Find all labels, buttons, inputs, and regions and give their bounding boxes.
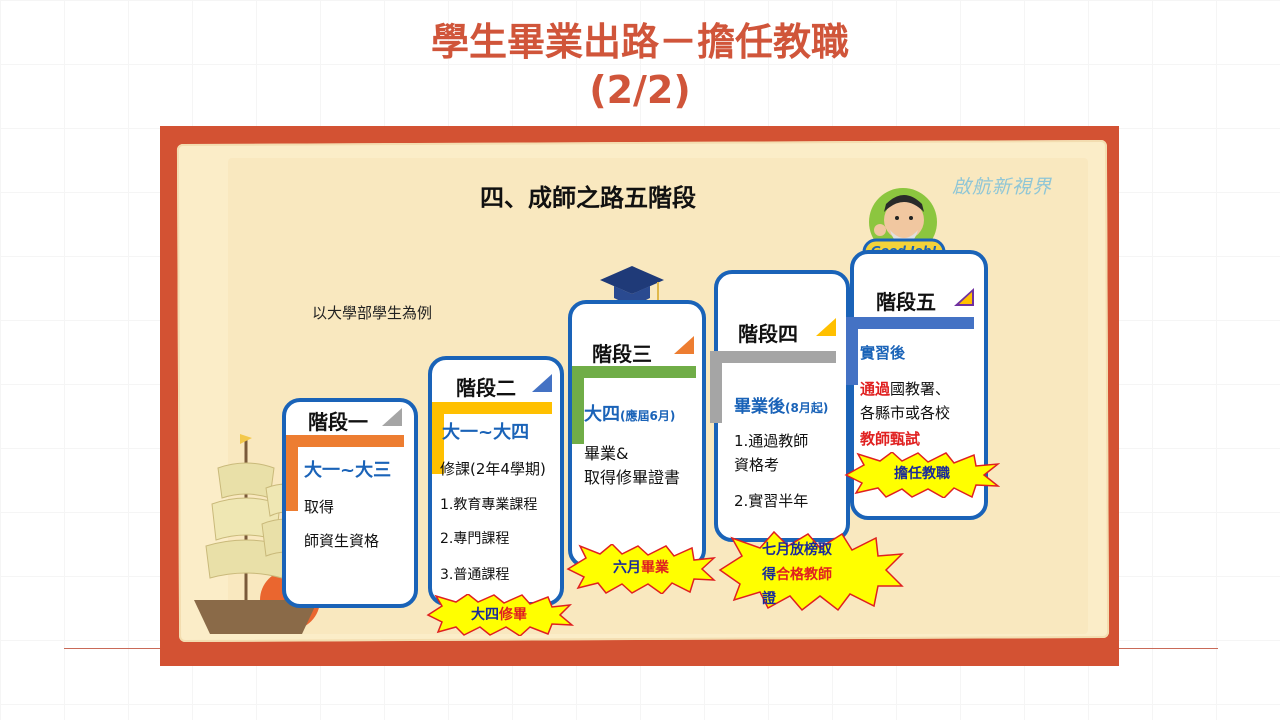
burst-stage-3-text: 六月畢業 <box>566 558 716 578</box>
burst-stage-2-highlight: 修畢 <box>499 607 527 623</box>
stage-4-line-2: 資格考 <box>734 456 780 474</box>
stage-4-line-3: 2.實習半年 <box>734 492 809 510</box>
burst-stage-4-shape <box>718 530 904 612</box>
stage-4-period-main: 畢業後 <box>734 397 785 417</box>
slide-title: 學生畢業出路－擔任教職 (2/2) <box>0 18 1280 114</box>
stage-4-period-note: (8月起) <box>785 401 829 415</box>
stage-1-period: 大一~大三 <box>304 460 392 481</box>
stage-3-line-2: 取得修畢證書 <box>584 468 681 487</box>
stage-2-line-2: 1.教育專業課程 <box>440 497 538 513</box>
burst-stage-5-shape <box>844 452 1000 498</box>
stage-5-line-1-text: 國教署、 <box>890 380 951 398</box>
stage-4-triangle-icon <box>816 318 836 336</box>
burst-stage-3-prefix: 六月 <box>613 560 641 576</box>
stage-2-title: 階段二 <box>456 376 516 400</box>
poster-heading: 四、成師之路五階段 <box>480 184 696 212</box>
poster-brand: 啟航新視界 <box>952 176 1053 198</box>
stage-3-triangle-icon <box>674 336 694 354</box>
stage-4-period: 畢業後(8月起) <box>734 392 828 417</box>
stage-5-exam: 教師甄試 <box>860 430 921 448</box>
stage-2-card <box>428 356 564 606</box>
stage-5-triangle-icon <box>954 288 974 306</box>
stage-3-accent-bar-vertical <box>572 378 584 444</box>
stage-4-accent-bar-vertical <box>710 363 722 423</box>
example-note: 以大學部學生為例 <box>312 304 433 322</box>
stage-2-triangle-icon <box>532 374 552 392</box>
stage-1-line-1: 取得 <box>304 498 335 516</box>
stage-5-accent-bar <box>846 317 974 329</box>
stage-3-card <box>568 300 706 568</box>
stage-1-title: 階段一 <box>308 410 368 434</box>
stage-3-title: 階段三 <box>592 342 652 366</box>
stage-5-period: 實習後 <box>860 344 906 362</box>
burst-stage-4-line-2-highlight: 合格教師 <box>776 567 832 583</box>
stage-2-accent-bar <box>432 402 552 414</box>
stage-3-period: 大四(應屆6月) <box>584 400 675 426</box>
stage-2-line-1: 修課(2年4學期) <box>440 460 546 478</box>
burst-stage-4-line-2-prefix: 得 <box>762 567 776 583</box>
burst-stage-2-prefix: 大四 <box>471 607 499 623</box>
stage-1-line-2: 師資生資格 <box>304 532 380 550</box>
stage-5-title: 階段五 <box>876 290 936 314</box>
stage-5-pass-highlight: 通過 <box>860 380 891 398</box>
stage-1-card <box>282 398 418 608</box>
stage-4-accent-bar <box>710 351 836 363</box>
stage-3-period-note: (應屆6月) <box>620 409 676 423</box>
stage-2-line-4: 3.普通課程 <box>440 567 510 583</box>
stage-2-period: 大一~大四 <box>442 422 530 443</box>
burst-stage-4-line-1: 七月放榜取 <box>762 542 832 558</box>
burst-stage-3-shape <box>566 544 716 594</box>
burst-stage-3-highlight: 畢業 <box>641 560 669 576</box>
stage-1-triangle-icon <box>382 408 402 426</box>
stage-4-title: 階段四 <box>738 322 798 346</box>
burst-stage-2-text: 大四修畢 <box>424 605 574 625</box>
stage-2-accent-bar-vertical <box>432 414 444 474</box>
stage-5-line-2: 各縣市或各校 <box>860 404 951 422</box>
slide-title-line2: (2/2) <box>589 68 691 112</box>
stage-3-accent-bar <box>572 366 696 378</box>
burst-stage-2-shape <box>426 594 574 636</box>
stage-1-accent-bar-vertical <box>286 447 298 511</box>
stage-4-line-1: 1.通過教師 <box>734 432 809 450</box>
burst-stage-5-text: 擔任教職 <box>894 466 950 482</box>
slide-title-line1: 學生畢業出路－擔任教職 <box>430 20 849 64</box>
burst-stage-4-line-3: 證 <box>762 591 776 607</box>
stage-3-line-1: 畢業& <box>584 444 629 463</box>
stage-2-line-3: 2.專門課程 <box>440 531 510 547</box>
stage-5-line-1: 通過國教署、 <box>860 378 950 399</box>
stage-5-accent-bar-vertical <box>846 329 858 385</box>
stage-1-accent-bar <box>286 435 404 447</box>
burst-stage-4-line-2: 得合格教師 <box>762 565 832 585</box>
stage-3-period-main: 大四 <box>584 404 620 425</box>
